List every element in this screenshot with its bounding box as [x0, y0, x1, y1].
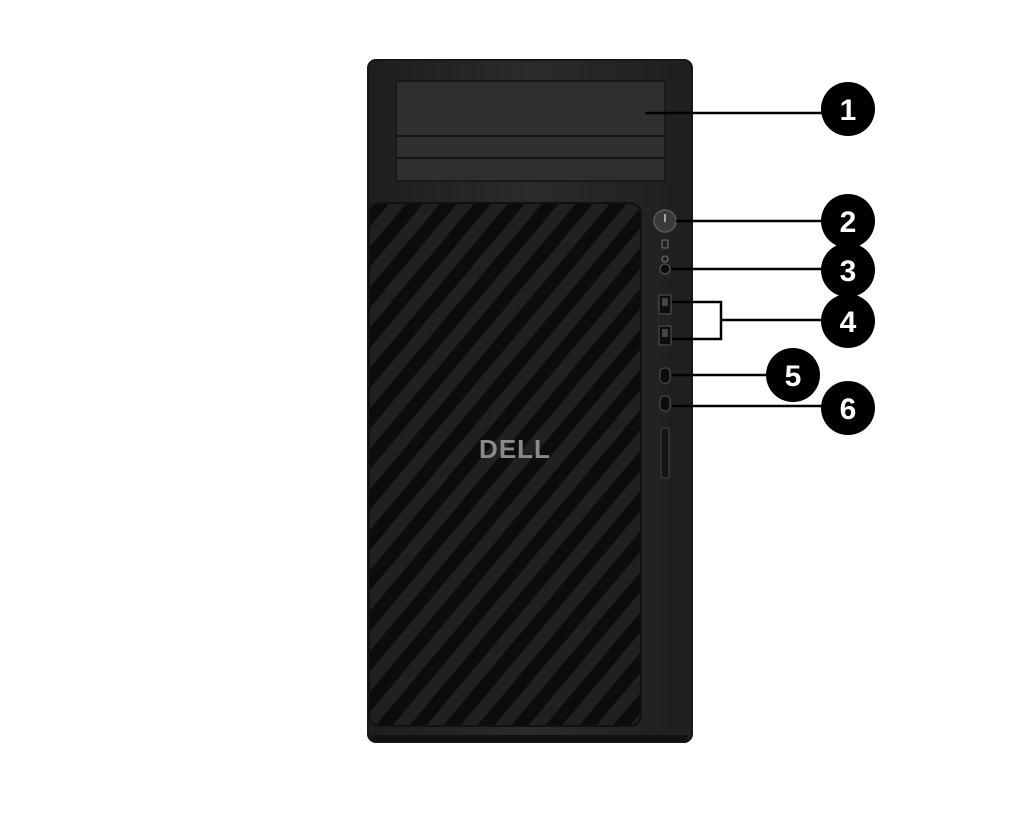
drive-bay: [395, 80, 666, 182]
usb-a-port-2[interactable]: [658, 325, 672, 346]
usb-a-port-1[interactable]: [658, 294, 672, 315]
svg-text:6: 6: [840, 393, 857, 426]
leader-line-4: [672, 300, 826, 341]
svg-text:5: 5: [785, 360, 802, 393]
usb-c-port-1[interactable]: [659, 367, 671, 384]
svg-text:4: 4: [840, 306, 857, 339]
callout-4: 4: [821, 294, 875, 348]
callout-1: 1: [821, 82, 875, 136]
drive-activity-icon: [661, 239, 669, 249]
callout-5: 5: [766, 348, 820, 402]
callout-6: 6: [821, 381, 875, 435]
svg-text:2: 2: [840, 206, 857, 239]
front-grille: [368, 202, 642, 727]
callout-3: 3: [821, 243, 875, 297]
svg-text:1: 1: [840, 94, 857, 127]
power-button[interactable]: [653, 209, 677, 233]
callout-2: 2: [821, 194, 875, 248]
audio-jack[interactable]: [659, 263, 671, 275]
svg-text:3: 3: [840, 255, 857, 288]
dell-logo: DELL: [479, 434, 551, 464]
leader-lines: [645, 111, 826, 408]
headset-icon: [661, 255, 669, 263]
sd-card-slot[interactable]: [660, 427, 670, 479]
usb-c-port-2[interactable]: [659, 395, 671, 412]
